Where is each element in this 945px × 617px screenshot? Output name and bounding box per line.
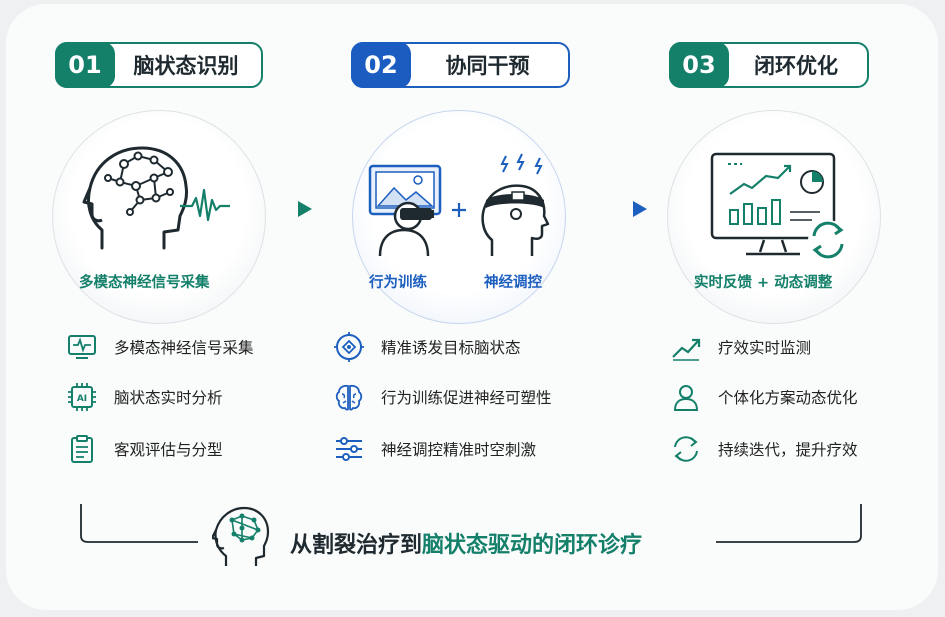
trend-up-icon bbox=[672, 338, 701, 361]
feature-text: 神经调控精准时空刺激 bbox=[381, 441, 537, 459]
bottom-bracket-lines bbox=[80, 504, 862, 543]
step-2-number: 02 bbox=[351, 42, 411, 88]
brain-network-head-icon bbox=[82, 146, 230, 250]
step-1-circle bbox=[52, 110, 266, 324]
feature-item: AI 脑状态实时分析 bbox=[66, 381, 223, 413]
feature-text: 精准诱发目标脑状态 bbox=[381, 339, 521, 357]
bottom-text-highlight: 脑状态驱动的闭环诊疗 bbox=[422, 533, 643, 558]
clipboard-icon bbox=[71, 435, 93, 463]
step-1-caption: 多模态神经信号采集 bbox=[79, 275, 210, 291]
ai-chip-label: AI bbox=[77, 394, 87, 404]
feature-text: 行为训练促进神经可塑性 bbox=[381, 389, 552, 407]
arrow-right-icon bbox=[605, 201, 647, 217]
step-2-header: 02 协同干预 bbox=[351, 42, 570, 88]
feature-text: 疗效实时监测 bbox=[718, 339, 812, 357]
head-brain-icon bbox=[212, 506, 270, 566]
feature-text: 脑状态实时分析 bbox=[114, 389, 223, 407]
bottom-text-prefix: 从割裂治疗到 bbox=[290, 533, 423, 558]
step-2-caption-left: 行为训练 bbox=[369, 275, 427, 291]
step-3-header: 03 闭环优化 bbox=[669, 42, 869, 88]
feature-item: 多模态神经信号采集 bbox=[66, 331, 254, 363]
step-3-title: 闭环优化 bbox=[754, 54, 838, 78]
dashboard-monitor-icon bbox=[710, 152, 848, 260]
step-1-header: 01 脑状态识别 bbox=[55, 42, 263, 88]
feature-item: 神经调控精准时空刺激 bbox=[333, 433, 536, 465]
feature-item: 行为训练促进神经可塑性 bbox=[333, 381, 552, 413]
cycle-icon bbox=[674, 436, 698, 462]
feature-text: 客观评估与分型 bbox=[114, 441, 223, 459]
feature-text: 个体化方案动态优化 bbox=[718, 389, 858, 407]
step-2-title: 协同干预 bbox=[445, 54, 530, 78]
step-3-number: 03 bbox=[669, 42, 729, 88]
feature-item: 个体化方案动态优化 bbox=[670, 381, 858, 413]
step-2-caption-right: 神经调控 bbox=[484, 275, 542, 291]
feature-item: 疗效实时监测 bbox=[670, 331, 811, 363]
brain-icon bbox=[335, 384, 363, 411]
vr-training-and-neuromodulation-icon bbox=[368, 153, 550, 257]
feature-item: 客观评估与分型 bbox=[66, 433, 223, 465]
step-1-title: 脑状态识别 bbox=[133, 54, 239, 78]
feature-text: 持续迭代，提升疗效 bbox=[718, 441, 858, 459]
feature-item: 精准诱发目标脑状态 bbox=[333, 331, 521, 363]
user-icon bbox=[673, 385, 699, 411]
sliders-icon bbox=[336, 437, 362, 461]
target-icon bbox=[334, 332, 364, 362]
feature-item: 持续迭代，提升疗效 bbox=[670, 433, 858, 465]
step-3-caption: 实时反馈 + 动态调整 bbox=[694, 275, 833, 291]
ai-chip-icon: AI bbox=[68, 383, 96, 411]
arrow-right-icon bbox=[270, 201, 312, 217]
feature-text: 多模态神经信号采集 bbox=[114, 339, 254, 357]
monitor-wave-icon bbox=[68, 335, 96, 359]
step-1-number: 01 bbox=[55, 42, 115, 88]
